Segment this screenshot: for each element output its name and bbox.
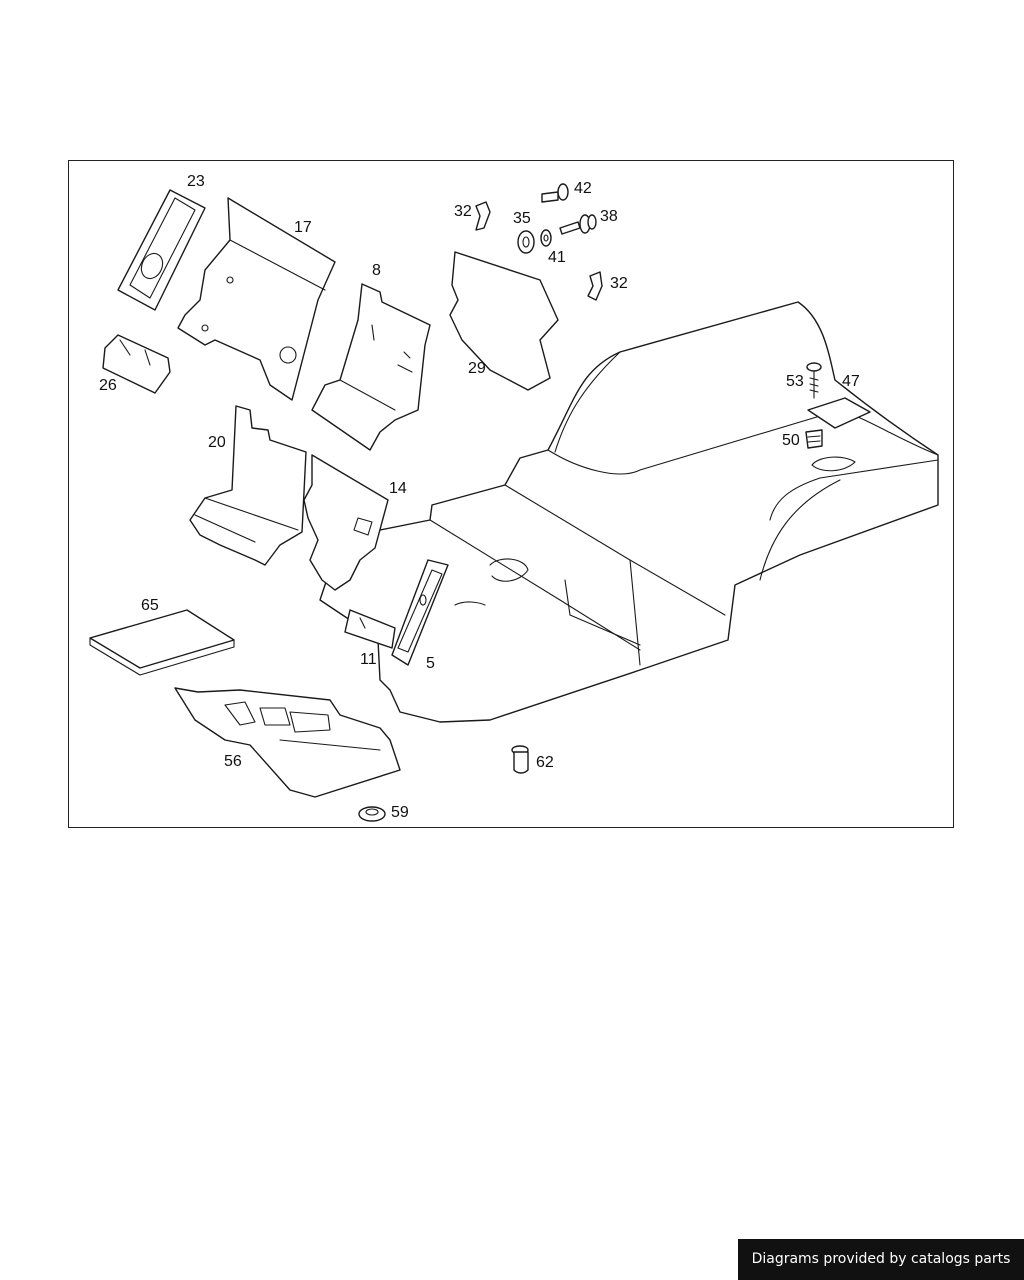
crossmember-detail — [564, 579, 641, 646]
part-35-grommet — [517, 230, 535, 254]
callout-35: 35 — [513, 210, 531, 227]
part-23-pad — [117, 189, 206, 311]
part-5-strip — [391, 559, 449, 666]
rear-floor-hole — [811, 456, 856, 472]
part-8-bracket-plate — [311, 283, 431, 451]
callout-65: 65 — [141, 597, 159, 614]
part-50-clip-nut — [805, 429, 823, 449]
part-14-dash-insulation — [303, 454, 389, 591]
callout-32-lower: 32 — [610, 275, 628, 292]
callout-47: 47 — [842, 373, 860, 390]
part-38-screw — [559, 214, 597, 235]
callout-53: 53 — [786, 373, 804, 390]
callout-50: 50 — [782, 432, 800, 449]
callout-42: 42 — [574, 180, 592, 197]
floor-gear-opening — [489, 558, 529, 582]
part-53-screw — [806, 362, 822, 399]
floor-pan — [319, 301, 939, 723]
callout-23: 23 — [187, 173, 205, 190]
callout-20: 20 — [208, 434, 226, 451]
part-17-firewall-insulation — [177, 197, 336, 401]
rear-wheel-arch-edge — [769, 459, 939, 521]
callout-26: 26 — [99, 377, 117, 394]
part-32-clip-lower — [587, 271, 603, 301]
seat-crossmember — [629, 559, 641, 666]
part-29-panel — [449, 251, 559, 391]
credit-badge: Diagrams provided by catalogs parts — [738, 1239, 1024, 1280]
part-47-cover-plate — [807, 397, 871, 429]
tunnel-top-edge — [547, 409, 939, 475]
part-65-pad — [89, 609, 235, 676]
floor-clip-mark — [454, 601, 486, 606]
rear-rail — [759, 479, 841, 581]
part-56-floor-insulation — [174, 687, 401, 798]
floor-pan-assembly — [319, 301, 939, 723]
callout-14: 14 — [389, 480, 407, 497]
callout-41: 41 — [548, 249, 566, 266]
callout-29: 29 — [468, 360, 486, 377]
callout-11: 11 — [360, 651, 377, 668]
part-32-clip-upper — [475, 201, 491, 231]
part-11-plate — [344, 609, 396, 649]
part-26-bracket — [102, 334, 171, 394]
callout-5: 5 — [426, 655, 435, 672]
part-62-rubber-plug — [511, 745, 529, 774]
callout-17: 17 — [294, 219, 312, 236]
tunnel-front-edge — [554, 351, 621, 453]
callout-38: 38 — [600, 208, 618, 225]
callout-56: 56 — [224, 753, 242, 770]
callout-62: 62 — [536, 754, 554, 771]
part-20-dash-insulation — [189, 405, 307, 566]
callout-32-upper: 32 — [454, 203, 472, 220]
callout-8: 8 — [372, 262, 381, 279]
part-42-bolt — [541, 183, 569, 203]
callout-59: 59 — [391, 804, 409, 821]
part-41-washer — [540, 229, 552, 247]
part-59-grommet — [358, 806, 386, 822]
